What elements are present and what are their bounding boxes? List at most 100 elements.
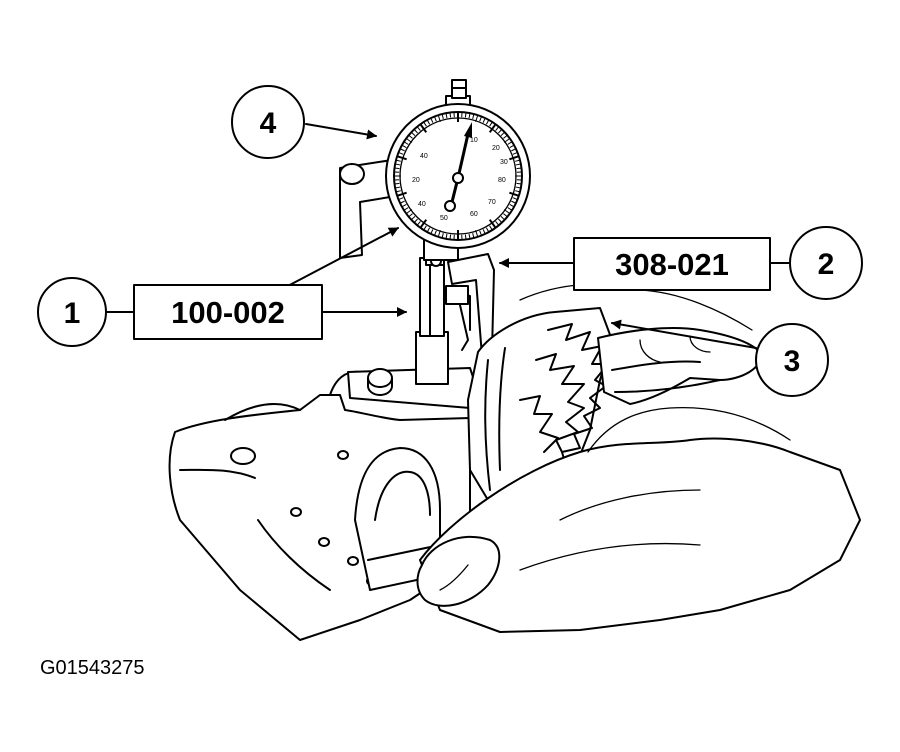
dial-tick xyxy=(430,117,434,123)
dial-tick xyxy=(426,119,431,125)
dial-tick xyxy=(512,197,518,201)
dial-tick xyxy=(503,137,511,143)
dial-tick xyxy=(468,113,471,119)
dial-tick xyxy=(489,225,493,231)
figure-id: G01543275 xyxy=(40,657,145,679)
dial-tick xyxy=(511,200,517,204)
dial-tick xyxy=(423,121,427,127)
dial-tick xyxy=(482,117,486,123)
tool-number: 308-021 xyxy=(615,247,729,282)
dial-tick xyxy=(416,126,421,131)
dial-tick xyxy=(433,230,437,236)
dial-tick xyxy=(516,182,522,185)
dial-tick xyxy=(479,230,483,236)
dial-number: 30 xyxy=(500,159,508,166)
dial-number: 50 xyxy=(440,215,448,222)
callout-1: 1 xyxy=(37,277,107,347)
dial-tick xyxy=(449,112,452,118)
dial-number: 40 xyxy=(418,201,426,208)
dial-tick xyxy=(395,163,401,166)
dial-tick xyxy=(433,116,437,122)
dial-tick xyxy=(423,225,427,231)
dial-tick xyxy=(495,126,500,131)
dial-tick xyxy=(515,163,521,166)
callout-number: 2 xyxy=(818,248,835,281)
dial-tick xyxy=(395,159,401,162)
dial-tick xyxy=(503,213,508,218)
dial-tick xyxy=(516,167,522,170)
dial-tick xyxy=(401,203,407,208)
leader-4 xyxy=(305,123,377,140)
callout-number: 3 xyxy=(784,345,801,378)
dial-tick xyxy=(437,114,441,122)
dial-tick xyxy=(475,114,479,122)
dial-tick xyxy=(464,234,467,240)
dial-tick xyxy=(396,191,407,197)
dial-number: 20 xyxy=(492,145,500,152)
dial-tick xyxy=(430,229,434,235)
dial-tick xyxy=(488,219,497,229)
dial-tick xyxy=(395,186,401,189)
dial-tick xyxy=(398,197,404,201)
dial-tick xyxy=(399,148,405,152)
dial-tick xyxy=(449,234,452,240)
dial-number: 20 xyxy=(412,177,420,184)
dial-tick xyxy=(419,123,428,133)
dial-tick xyxy=(488,123,497,133)
dial-tick xyxy=(394,167,400,170)
dial-tick xyxy=(482,229,486,235)
dial-tick xyxy=(445,113,448,119)
tool-label-308-021: 308-021 xyxy=(573,237,771,291)
leader-1-to-dial xyxy=(283,227,399,289)
dial-tick xyxy=(403,207,409,211)
dial-tick xyxy=(426,227,431,233)
dial-tick xyxy=(509,203,515,208)
dial-tick xyxy=(495,221,500,226)
dial-ticks xyxy=(394,112,522,240)
dial-tick xyxy=(515,190,521,193)
dial-tick xyxy=(503,134,508,139)
dial-tick xyxy=(441,113,444,119)
dial-number: 40 xyxy=(420,153,428,160)
dial-tick xyxy=(515,159,521,162)
dial-tick xyxy=(405,137,413,143)
dial-tick xyxy=(419,219,428,229)
dial-tick xyxy=(500,216,505,221)
dial-tick xyxy=(512,151,518,155)
dial-tick xyxy=(509,155,520,161)
dial-tick xyxy=(511,148,517,152)
callout-4: 4 xyxy=(231,85,305,159)
dial-tick xyxy=(437,230,441,238)
dial-tick xyxy=(395,190,401,193)
dial-tick xyxy=(405,209,413,215)
dial-tick xyxy=(411,216,416,221)
dial-tick xyxy=(416,221,421,226)
dial-tick xyxy=(472,233,475,239)
leader-lines xyxy=(101,123,791,349)
tool-number: 100-002 xyxy=(171,295,285,330)
dial-tick xyxy=(408,134,413,139)
differential-housing xyxy=(168,370,471,641)
dial-tick xyxy=(398,151,404,155)
dial-tick xyxy=(394,182,400,185)
dial-tick xyxy=(489,121,493,127)
dial-tick xyxy=(498,218,503,223)
callout-number: 4 xyxy=(260,107,277,140)
gauge-holder xyxy=(445,253,495,357)
dial-tick xyxy=(411,131,416,136)
dial-tick xyxy=(475,230,479,238)
dial-number: 60 xyxy=(470,211,478,218)
dial-tick xyxy=(485,119,490,125)
dial-tick xyxy=(515,186,521,189)
dial-tick xyxy=(401,144,407,149)
dial-tick xyxy=(413,218,418,223)
dial-tick xyxy=(479,116,483,122)
dial-tick xyxy=(396,155,407,161)
leader-3 xyxy=(611,319,757,349)
dial-number: 70 xyxy=(488,199,496,206)
dial-tick xyxy=(441,233,444,239)
dial-tick xyxy=(503,209,511,215)
dial-tick xyxy=(507,207,513,211)
dial-tick xyxy=(498,129,503,134)
